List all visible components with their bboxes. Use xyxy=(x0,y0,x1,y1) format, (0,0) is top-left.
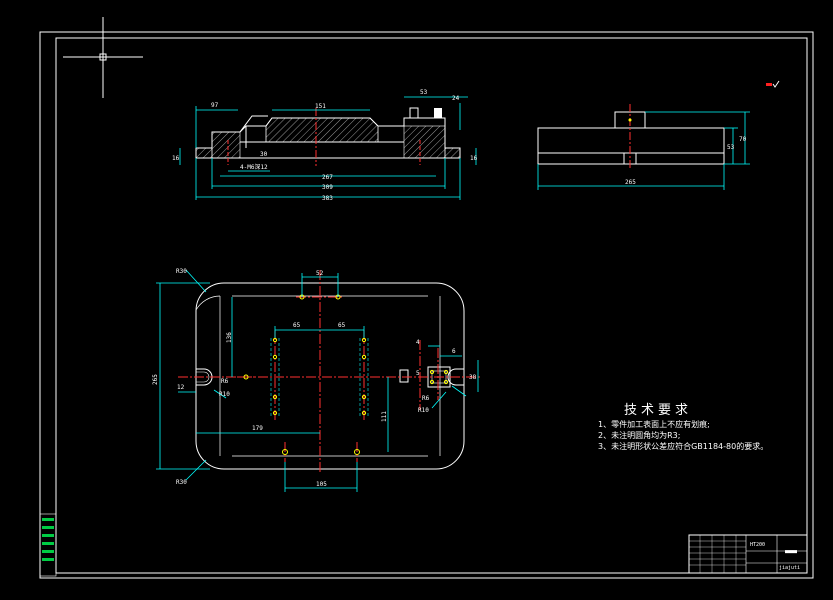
side-view: 265 53 70 xyxy=(537,104,750,190)
plan-dim-52: 52 xyxy=(316,270,324,277)
plan-r10b: R10 xyxy=(418,407,429,414)
plan-r6a: R6 xyxy=(221,378,229,385)
plan-r30b: R30 xyxy=(176,479,187,486)
dim-53: 53 xyxy=(420,89,428,96)
dim-383: 383 xyxy=(322,195,333,202)
dim-30: 30 xyxy=(260,151,268,158)
plan-view: R30 R30 52 65 65 265 136 12 179 105 111 … xyxy=(152,268,482,492)
dim-309: 309 xyxy=(322,184,333,191)
dim-97: 97 xyxy=(211,102,219,109)
scale-box: ■■■■ xyxy=(785,549,798,555)
plan-r30a: R30 xyxy=(176,268,187,275)
plan-dim-6: 6 xyxy=(452,348,456,355)
dim-151: 151 xyxy=(315,103,326,110)
plan-dim-38: 38 xyxy=(469,374,477,381)
title-block xyxy=(688,534,808,574)
plan-dim-136: 136 xyxy=(226,332,233,343)
plan-dim-105: 105 xyxy=(316,481,327,488)
side-dim-70: 70 xyxy=(739,136,747,143)
note-line-3: 3、未注明形状公差应符合GB1184-80的要求。 xyxy=(598,442,769,451)
outer-border xyxy=(39,31,814,579)
dim-267: 267 xyxy=(322,174,333,181)
revision-strip xyxy=(39,513,57,577)
dim-24: 24 xyxy=(452,95,460,102)
plan-dim-4: 4 xyxy=(416,339,420,346)
plan-dim-65b: 65 xyxy=(338,322,346,329)
note-line-2: 2、未注明圆角均为R3; xyxy=(598,431,681,440)
side-dim-265: 265 xyxy=(625,179,636,186)
plan-r6b: R6 xyxy=(422,395,430,402)
plan-dim-5: 5 xyxy=(416,370,420,377)
plan-dim-179: 179 xyxy=(252,425,263,432)
note-line-1: 1、零件加工表面上不应有划痕; xyxy=(598,420,710,429)
dim-16a: 16 xyxy=(172,155,180,162)
thread-callout: 4-M6深12 xyxy=(240,163,268,171)
technical-requirements: 技术要求 1、零件加工表面上不应有划痕; 2、未注明圆角均为R3; 3、未注明形… xyxy=(598,403,808,452)
plan-dim-111: 111 xyxy=(381,411,388,422)
side-dim-53: 53 xyxy=(727,144,735,151)
dim-16b: 16 xyxy=(470,155,478,162)
drawing-number: jiajuti xyxy=(779,565,801,571)
plan-dim-12: 12 xyxy=(177,384,185,391)
ucs-marker-icon xyxy=(766,80,780,88)
notes-title: 技术要求 xyxy=(624,403,693,418)
plan-dim-65a: 65 xyxy=(293,322,301,329)
front-section-view: 97 151 53 24 267 309 383 16 16 30 4-M6深1… xyxy=(172,89,478,202)
plan-dim-265: 265 xyxy=(152,374,159,385)
material-label: HT200 xyxy=(750,542,766,548)
crosshair-cursor-icon xyxy=(63,17,143,98)
plan-r10a: R10 xyxy=(219,391,230,398)
inner-border xyxy=(55,37,808,574)
